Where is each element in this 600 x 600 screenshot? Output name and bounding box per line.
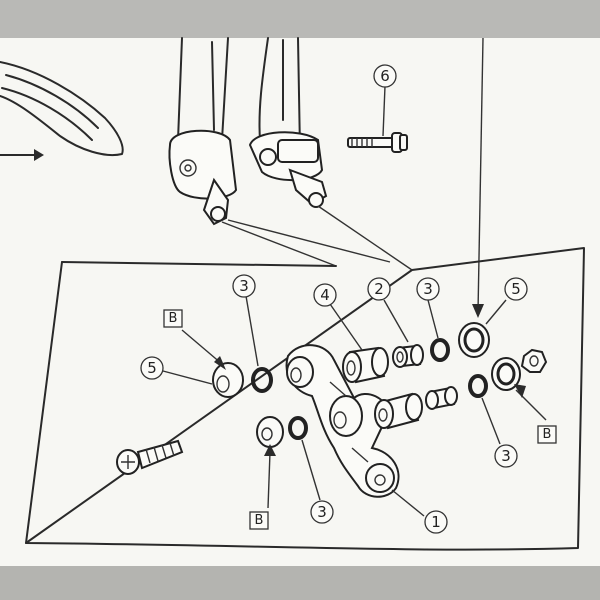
callout-3-c-number: 3 [423, 280, 433, 298]
boxed-label-b-1-text: B [169, 311, 178, 326]
callout-2-number: 2 [374, 280, 384, 298]
callout-6-number: 6 [380, 67, 390, 85]
callout-3-d [494, 444, 518, 468]
seal-3-lower-left [288, 416, 308, 440]
callout-6 [373, 64, 397, 88]
fender-illustration [0, 61, 124, 156]
callout-1-number: 1 [431, 513, 441, 531]
callout-3-b [310, 500, 334, 524]
seal-3-upper-left [251, 367, 273, 393]
seal-3-upper-right [430, 338, 450, 362]
linkage-arm-1 [285, 344, 400, 498]
callout-1 [424, 510, 448, 534]
lower-collar [425, 386, 458, 410]
washer-right-outer [491, 357, 521, 391]
lower-bushing [374, 392, 423, 430]
callout-5-right [504, 277, 528, 301]
callout-4 [313, 283, 337, 307]
callout-3-b-number: 3 [317, 503, 327, 521]
boxed-label-b-2-text: B [255, 513, 264, 528]
arrow-left [0, 149, 44, 161]
bolt-6 [347, 132, 408, 153]
seal-3-lower-right [468, 374, 488, 398]
callout-4-number: 4 [320, 286, 330, 304]
bushing-4 [342, 346, 389, 384]
washer-5-right [458, 322, 490, 358]
boxed-label-b-2 [249, 511, 269, 530]
callout-2 [367, 277, 391, 301]
callout-5-left [140, 356, 164, 380]
collar-2 [392, 344, 424, 368]
inset-frame [25, 247, 585, 551]
callout-3-c [416, 277, 440, 301]
callout-5-right-number: 5 [511, 280, 521, 298]
callout-3-a-number: 3 [239, 277, 249, 295]
boxed-label-b-3-text: B [543, 427, 552, 442]
frame-tubes [168, 37, 328, 226]
callout-5-left-number: 5 [147, 359, 157, 377]
callout-3-d-number: 3 [501, 447, 511, 465]
washer-lower-left [256, 416, 284, 448]
callout-3-a [232, 274, 256, 298]
boxed-label-b-3 [537, 425, 557, 444]
boxed-label-b-1 [163, 309, 183, 328]
washer-5-left [212, 362, 244, 398]
hex-nut [520, 348, 548, 373]
pivot-bolt [116, 439, 184, 475]
